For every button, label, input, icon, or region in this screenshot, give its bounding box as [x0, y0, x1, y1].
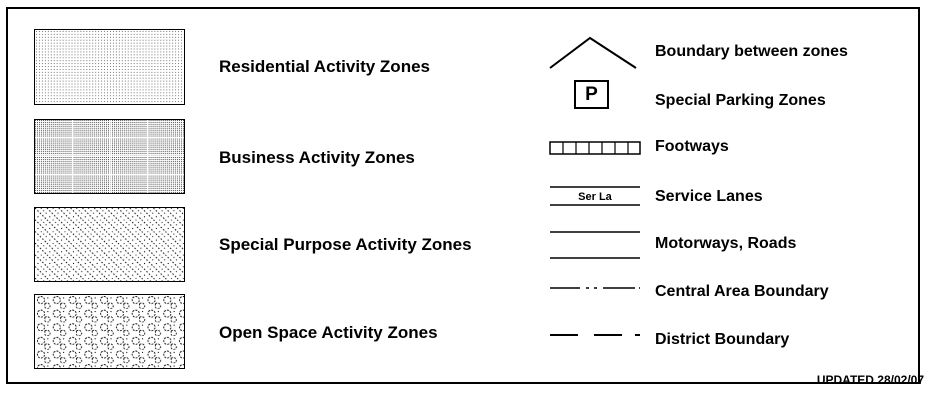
service-lanes-symbol — [540, 185, 640, 209]
updated-date: UPDATED 28/02/07 — [816, 373, 924, 387]
footways-label: Footways — [655, 138, 729, 155]
district-boundary-label: District Boundary — [655, 331, 790, 348]
central-area-boundary-symbol — [540, 285, 640, 291]
special-purpose-zone-swatch — [34, 207, 185, 282]
zone-boundary-symbol — [540, 34, 640, 70]
central-area-boundary-label: Central Area Boundary — [655, 283, 829, 300]
special-parking-label: Special Parking Zones — [655, 92, 826, 109]
zone-boundary-label: Boundary between zones — [655, 43, 848, 60]
open-space-zone-swatch — [34, 294, 185, 369]
motorways-roads-label: Motorways, Roads — [655, 235, 797, 252]
business-zone-label: Business Activity Zones — [219, 148, 415, 167]
residential-zone-swatch — [34, 29, 185, 105]
footways-symbol — [540, 140, 641, 156]
business-zone-swatch — [34, 119, 185, 194]
district-boundary-symbol — [540, 332, 640, 338]
motorways-roads-symbol — [540, 230, 640, 260]
open-space-zone-label: Open Space Activity Zones — [219, 323, 438, 342]
service-lanes-label: Service Lanes — [655, 188, 763, 205]
special-purpose-zone-label: Special Purpose Activity Zones — [219, 235, 472, 254]
service-lane-abbreviation: Ser La — [578, 191, 612, 203]
residential-zone-label: Residential Activity Zones — [219, 57, 430, 76]
parking-p-icon: P — [574, 80, 609, 109]
